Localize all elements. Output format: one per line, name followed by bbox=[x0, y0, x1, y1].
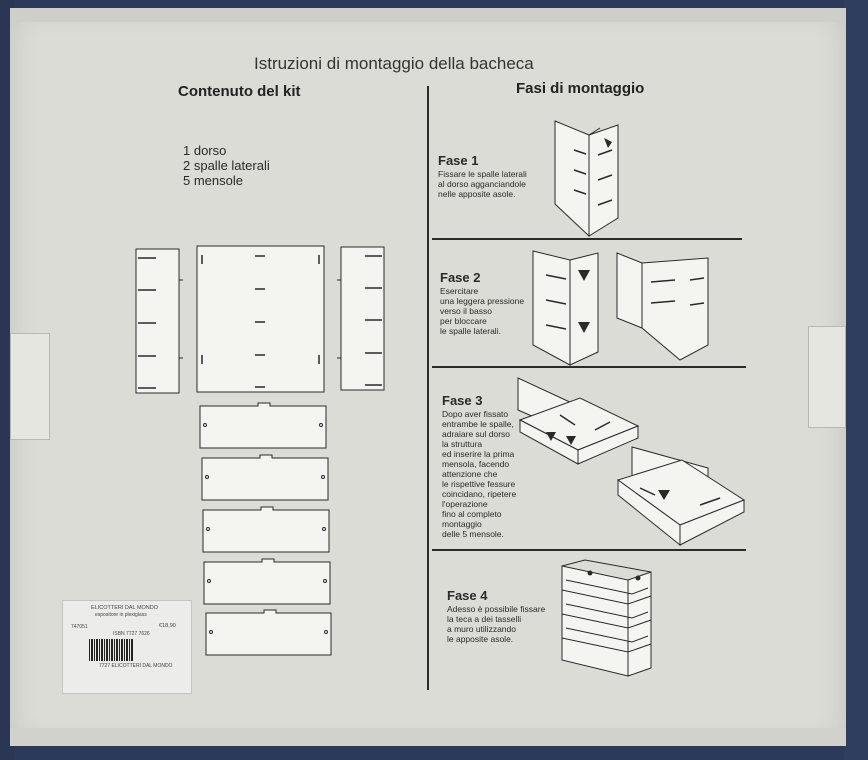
step-1-title: Fase 1 bbox=[438, 153, 479, 168]
shelf-drawings bbox=[199, 402, 332, 656]
step-1-line: Fissare le spalle laterali bbox=[438, 169, 527, 179]
step-4-drawing bbox=[561, 559, 652, 677]
step-3-drawing bbox=[517, 377, 746, 547]
step-3-line: mensola, facendo bbox=[442, 459, 510, 469]
step-2-text: Esercitare una leggera pressione verso i… bbox=[440, 286, 524, 336]
step-4-line: le apposite asole. bbox=[447, 634, 514, 644]
step-3-line: delle 5 mensole. bbox=[442, 529, 504, 539]
step-3-line: Dopo aver fissato bbox=[442, 409, 509, 419]
step-1-drawing bbox=[554, 120, 619, 238]
step-3-line: fino al completo bbox=[442, 509, 502, 519]
kit-contents-list: 1 dorso 2 spalle laterali 5 mensole bbox=[183, 143, 270, 188]
step-3-line: attenzione che bbox=[442, 469, 498, 479]
label-product-name: ELICOTTERI DAL MONDO bbox=[91, 605, 159, 611]
step-4-line: Adesso è possibile fissare bbox=[447, 604, 546, 614]
back-panel-drawing bbox=[196, 245, 325, 393]
box-flap-right bbox=[808, 326, 846, 428]
column-divider bbox=[427, 86, 429, 690]
step-1-text: Fissare le spalle laterali al dorso agga… bbox=[438, 169, 527, 199]
box-bottom-edge bbox=[10, 728, 846, 746]
side-panel-left-drawing bbox=[135, 248, 183, 394]
kit-item-sides: 2 spalle laterali bbox=[183, 158, 270, 173]
step-1-line: al dorso agganciandole bbox=[438, 179, 526, 189]
step-3-line: adraiare sul dorso bbox=[442, 429, 511, 439]
step-2-line: le spalle laterali. bbox=[440, 326, 501, 336]
step-3-text: Dopo aver fissato entrambe le spalle, ad… bbox=[442, 409, 516, 539]
kit-item-shelves: 5 mensole bbox=[183, 173, 243, 188]
kit-item-back: 1 dorso bbox=[183, 143, 227, 158]
step-3-title: Fase 3 bbox=[442, 393, 483, 408]
step-2-line: Esercitare bbox=[440, 286, 479, 296]
step-divider-1 bbox=[432, 238, 742, 240]
step-2-line: per bloccare bbox=[440, 316, 487, 326]
step-3-line: la struttura bbox=[442, 439, 483, 449]
barcode-icon bbox=[89, 639, 133, 661]
kit-contents-heading: Contenuto del kit bbox=[178, 83, 301, 100]
side-panel-right-drawing bbox=[337, 246, 385, 391]
label-footer: 7727 ELICOTTERI DAL MONDO bbox=[99, 663, 173, 669]
step-4-text: Adesso è possibile fissare la teca a dei… bbox=[447, 604, 545, 644]
step-3-line: coincidano, ripetere bbox=[442, 489, 517, 499]
step-divider-2 bbox=[432, 366, 746, 368]
box-top-edge bbox=[10, 8, 846, 22]
step-2-drawing bbox=[532, 250, 709, 366]
step-3-line: montaggio bbox=[442, 519, 482, 529]
step-3-line: entrambe le spalle, bbox=[442, 419, 514, 429]
step-3-line: ed inserire la prima bbox=[442, 449, 515, 459]
step-4-line: la teca a dei tasselli bbox=[447, 614, 522, 624]
label-price: €18,90 bbox=[159, 623, 176, 629]
label-isbn: ISBN 7727 7626 bbox=[113, 631, 150, 637]
price-label: ELICOTTERI DAL MONDO espositore in plexi… bbox=[62, 600, 192, 694]
label-subtitle: espositore in plexiglass bbox=[95, 612, 147, 618]
step-2-line: una leggera pressione bbox=[440, 296, 525, 306]
step-3-line: l'operazione bbox=[442, 499, 488, 509]
assembly-steps-heading: Fasi di montaggio bbox=[516, 80, 645, 97]
step-divider-3 bbox=[432, 549, 746, 551]
label-code: 747051 bbox=[71, 624, 88, 630]
carpet-background-right bbox=[844, 0, 868, 760]
step-1-line: nelle apposite asole. bbox=[438, 189, 516, 199]
step-4-title: Fase 4 bbox=[447, 588, 488, 603]
step-2-title: Fase 2 bbox=[440, 270, 481, 285]
instructions-title: Istruzioni di montaggio della bacheca bbox=[254, 54, 534, 73]
step-3-line: le rispettive fessure bbox=[442, 479, 516, 489]
box-flap-left bbox=[10, 333, 50, 440]
step-4-line: a muro utilizzando bbox=[447, 624, 516, 634]
step-2-line: verso il basso bbox=[440, 306, 492, 316]
